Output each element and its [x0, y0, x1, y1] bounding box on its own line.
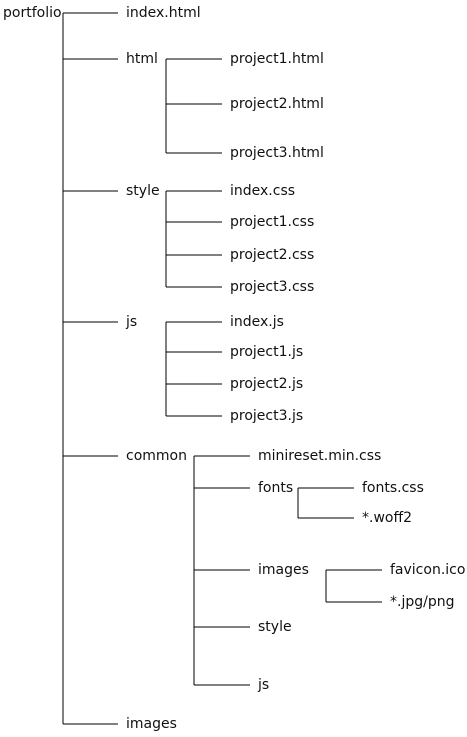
file-index-html: index.html — [126, 5, 201, 21]
file-project1-css: project1.css — [230, 214, 315, 230]
folder-js: js — [126, 314, 138, 330]
folder-html: html — [126, 51, 158, 67]
folder-images: images — [126, 716, 177, 732]
file-project1-js: project1.js — [230, 344, 304, 360]
file-jpg-png: *.jpg/png — [390, 594, 455, 610]
file-favicon-ico: favicon.ico — [390, 562, 466, 578]
file-project2-js: project2.js — [230, 376, 304, 392]
folder-style: style — [126, 183, 160, 199]
folder-common-fonts: fonts — [258, 480, 294, 496]
folder-common-style: style — [258, 619, 292, 635]
file-fonts-css: fonts.css — [362, 480, 424, 496]
file-index-css: index.css — [230, 183, 296, 199]
file-project2-css: project2.css — [230, 247, 315, 263]
folder-common-js: js — [258, 677, 270, 693]
file-project2-html: project2.html — [230, 96, 324, 112]
file-project3-css: project3.css — [230, 279, 315, 295]
folder-common-images: images — [258, 562, 309, 578]
file-project3-js: project3.js — [230, 408, 304, 424]
file-index-js: index.js — [230, 314, 284, 330]
file-project1-html: project1.html — [230, 51, 324, 67]
file-woff2: *.woff2 — [362, 510, 413, 526]
file-minireset-css: minireset.min.css — [258, 448, 382, 464]
root-folder-portfolio: portfolio — [3, 5, 62, 21]
file-project3-html: project3.html — [230, 145, 324, 161]
folder-common: common — [126, 448, 187, 464]
